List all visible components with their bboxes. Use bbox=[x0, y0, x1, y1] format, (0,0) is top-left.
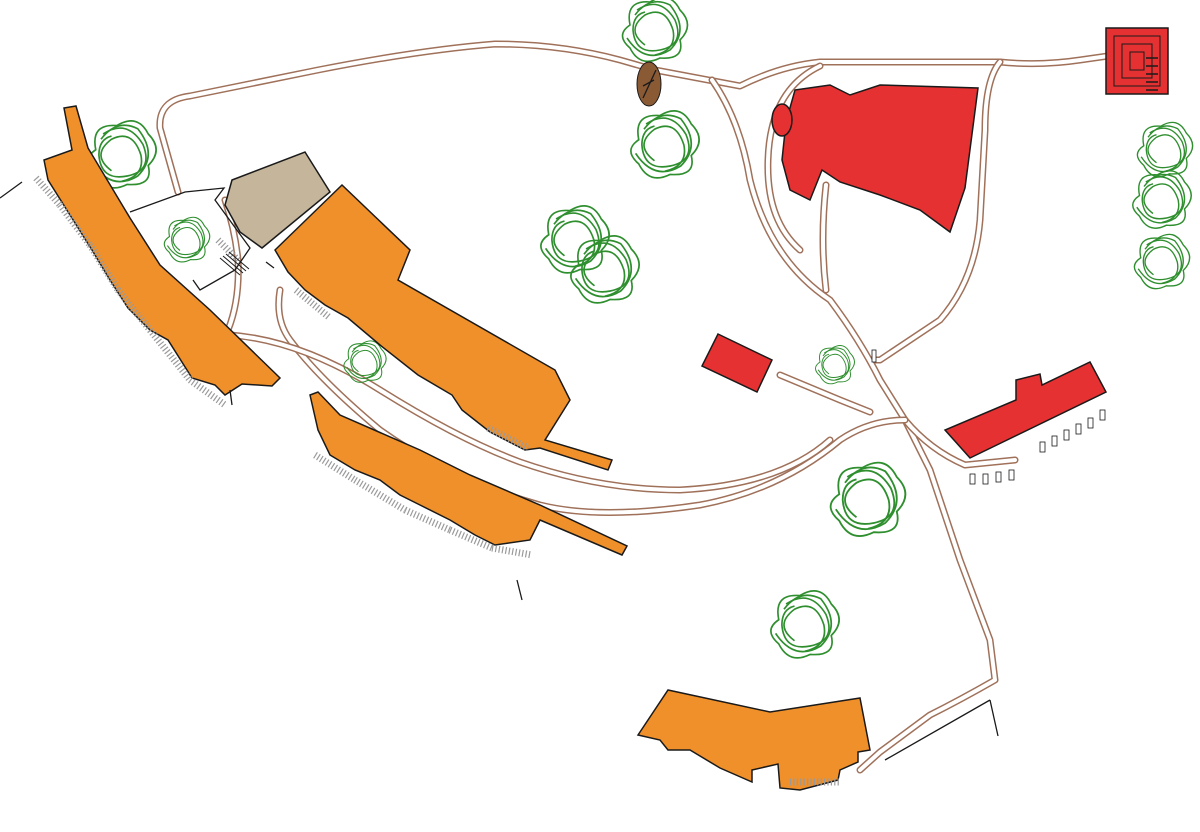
path-inner-loop bbox=[764, 62, 824, 254]
boundary-line bbox=[884, 699, 991, 761]
terrace-stairs bbox=[313, 452, 533, 559]
tree-icon bbox=[1136, 121, 1194, 178]
tree-icon bbox=[163, 216, 211, 263]
building-red-small bbox=[700, 333, 773, 393]
path-network bbox=[156, 40, 1112, 774]
building-main-hall bbox=[274, 183, 614, 471]
building-red-main bbox=[781, 84, 979, 234]
path-east-spine bbox=[868, 58, 1004, 364]
tree-icon bbox=[343, 340, 387, 383]
path-central-spine bbox=[708, 76, 999, 774]
path-center-link bbox=[776, 371, 874, 416]
boundary-line bbox=[516, 579, 523, 601]
tree-icon bbox=[1133, 233, 1191, 290]
terrace-stairs bbox=[33, 175, 228, 408]
building-west-terrace bbox=[43, 105, 282, 396]
path-lower-arc bbox=[226, 331, 834, 494]
tree-icon bbox=[770, 590, 840, 659]
path-east-branch bbox=[901, 416, 1019, 469]
middle-terrace-building bbox=[309, 391, 629, 601]
tree-icon bbox=[630, 110, 700, 179]
brown-monument bbox=[636, 61, 662, 107]
main-stairs bbox=[215, 237, 530, 452]
boundary-line bbox=[989, 699, 999, 737]
stairway bbox=[219, 251, 250, 276]
tree-icon bbox=[815, 345, 855, 385]
parking-stall-icon bbox=[969, 409, 1106, 485]
boundary-line bbox=[229, 389, 233, 406]
main-building-group bbox=[129, 151, 614, 471]
boundary-line bbox=[265, 261, 275, 269]
tree-icon bbox=[621, 0, 689, 63]
tree-icon bbox=[1132, 170, 1192, 229]
building-red-pavilion bbox=[771, 103, 793, 137]
boundary-marks bbox=[871, 349, 877, 363]
west-terrace-building bbox=[0, 105, 282, 408]
pyramid-icon bbox=[1105, 27, 1169, 95]
south-building-group bbox=[636, 689, 999, 791]
tree-icon bbox=[829, 461, 907, 537]
building-tan-hall bbox=[224, 151, 331, 249]
building-red-east bbox=[943, 361, 1108, 459]
building-south-hall bbox=[636, 689, 871, 791]
building-middle-terrace bbox=[309, 391, 629, 556]
tree-icon bbox=[540, 205, 610, 274]
boundary-line bbox=[0, 181, 23, 199]
red-buildings bbox=[700, 84, 1108, 485]
path-inner-north bbox=[819, 181, 830, 294]
courtyard-wall bbox=[129, 187, 251, 291]
